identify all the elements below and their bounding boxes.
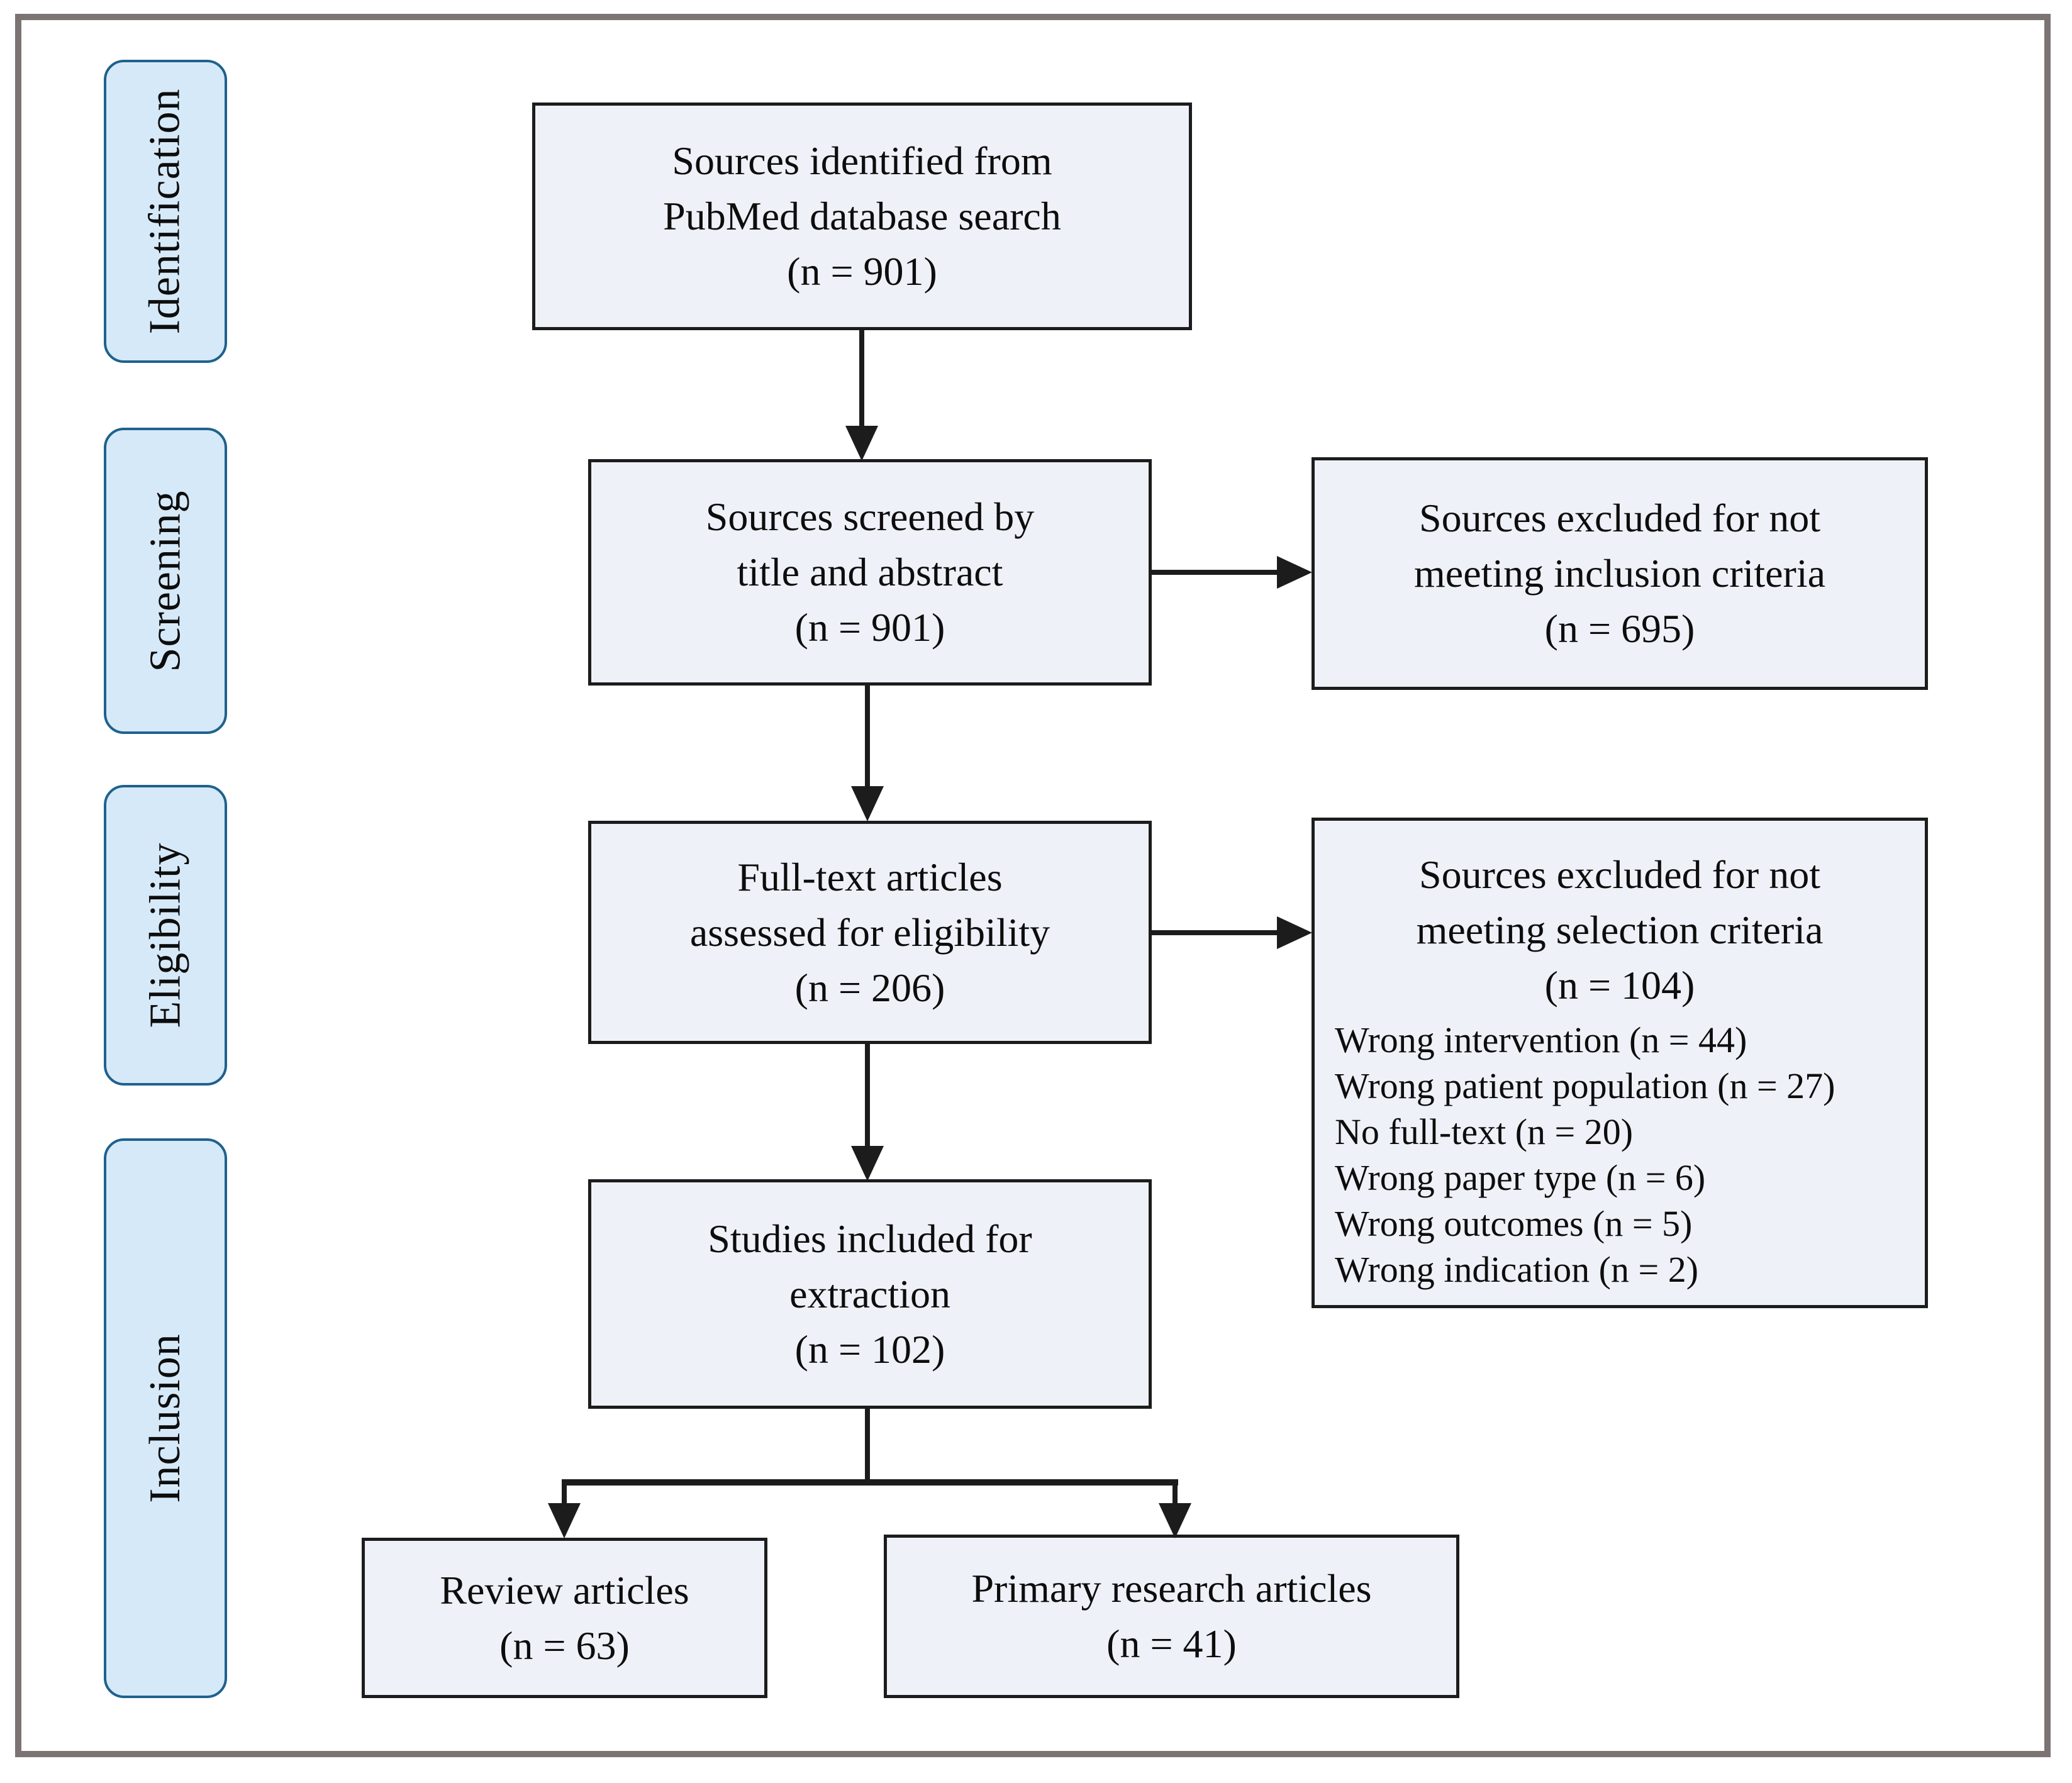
arrow-screened-to-fulltext-line (865, 686, 870, 786)
box-text-line: meeting selection criteria (1416, 908, 1824, 952)
box-text-line: PubMed database search (663, 194, 1061, 238)
stage-label-text: Screening (141, 490, 189, 672)
stage-label-text: Eligibility (141, 842, 189, 1028)
arrow-fulltext-to-excluded-line (1152, 930, 1278, 935)
arrow-screened-to-fulltext-head-icon (851, 786, 884, 821)
box-count: (n = 104) (1544, 963, 1695, 1008)
box-text-line: Full-text articles (737, 854, 1003, 899)
arrow-screened-to-excluded-head-icon (1277, 556, 1312, 589)
arrow-to-review-head-icon (548, 1503, 581, 1538)
arrow-fulltext-to-included-line (865, 1044, 870, 1146)
box-excluded-inclusion-criteria: Sources excluded for not meeting inclusi… (1312, 457, 1928, 690)
box-studies-included: Studies included for extraction (n = 102… (588, 1179, 1152, 1409)
figure-outer-frame (15, 14, 2051, 1757)
arrow-to-primary-line (1172, 1479, 1178, 1504)
box-sources-screened: Sources screened by title and abstract (… (588, 459, 1152, 686)
box-excluded-selection-criteria: Sources excluded for not meeting selecti… (1312, 818, 1928, 1308)
exclusion-reason: Wrong outcomes (n = 5) (1335, 1203, 1693, 1244)
box-fulltext-assessed: Full-text articles assessed for eligibil… (588, 821, 1152, 1044)
box-text-line: meeting inclusion criteria (1414, 551, 1825, 596)
box-primary-research-articles: Primary research articles (n = 41) (884, 1535, 1459, 1698)
box-text-line: Sources identified from (672, 138, 1052, 183)
box-text-line: Sources excluded for not (1418, 852, 1821, 897)
box-sources-identified: Sources identified from PubMed database … (532, 103, 1192, 330)
box-review-articles: Review articles (n = 63) (362, 1538, 767, 1698)
stage-label-text: Identification (141, 88, 190, 335)
exclusion-reason-list: Wrong intervention (n = 44) Wrong patien… (1327, 1017, 1912, 1292)
box-count: (n = 901) (787, 249, 937, 294)
exclusion-reason: No full-text (n = 20) (1335, 1111, 1634, 1152)
split-stem-line (865, 1409, 870, 1484)
box-text-line: assessed for eligibility (689, 909, 1050, 955)
box-count: (n = 206) (794, 965, 945, 1010)
stage-label-eligibility: Eligibility (104, 785, 227, 1086)
box-count: (n = 63) (499, 1623, 630, 1668)
box-text-line: Review articles (440, 1567, 689, 1613)
arrow-identified-to-screened-head-icon (845, 426, 878, 461)
stage-label-inclusion: Inclusion (104, 1138, 227, 1698)
box-text-line: Sources excluded for not (1418, 496, 1821, 540)
box-count: (n = 695) (1544, 606, 1695, 651)
stage-label-identification: Identification (104, 60, 227, 363)
box-text-line: title and abstract (737, 550, 1003, 594)
box-text-line: Primary research articles (971, 1566, 1372, 1611)
box-text-line: extraction (789, 1271, 950, 1316)
arrow-fulltext-to-excluded-head-icon (1277, 916, 1312, 949)
exclusion-reason: Wrong indication (n = 2) (1335, 1249, 1699, 1290)
arrow-to-review-line (562, 1479, 567, 1504)
box-count: (n = 41) (1106, 1621, 1237, 1666)
exclusion-reason: Wrong patient population (n = 27) (1335, 1065, 1835, 1106)
stage-label-screening: Screening (104, 428, 227, 734)
box-text-line: Sources screened by (705, 494, 1035, 539)
arrow-identified-to-screened-line (859, 330, 864, 426)
arrow-screened-to-excluded-line (1152, 570, 1278, 575)
stage-label-text: Inclusion (141, 1333, 189, 1503)
arrow-to-primary-head-icon (1159, 1503, 1191, 1538)
arrow-fulltext-to-included-head-icon (851, 1146, 884, 1181)
split-tbar-line (562, 1479, 1178, 1486)
box-text-line: Studies included for (708, 1216, 1032, 1261)
exclusion-reason: Wrong intervention (n = 44) (1335, 1019, 1747, 1060)
exclusion-reason: Wrong paper type (n = 6) (1335, 1157, 1706, 1198)
box-count: (n = 901) (794, 605, 945, 650)
box-count: (n = 102) (794, 1326, 945, 1372)
